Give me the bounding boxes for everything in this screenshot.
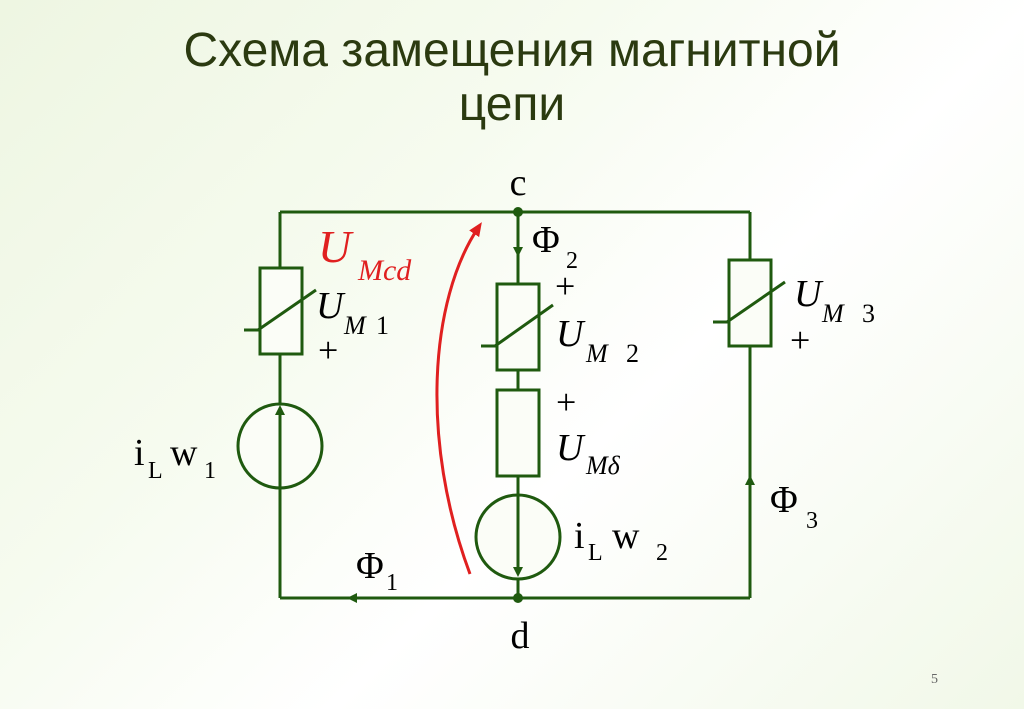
left-mmf-label: i L w 1	[134, 432, 216, 484]
slide-title: Схема замещения магнитной цепи	[0, 24, 1024, 132]
left-voltage-index: 1	[376, 311, 389, 340]
node-d-dot	[513, 593, 523, 603]
right-nonlinear-resistor	[727, 258, 773, 348]
left-voltage-main: U	[316, 285, 346, 327]
umcd-arrow	[435, 222, 482, 575]
nonlinear-slashes	[244, 280, 786, 348]
gap-voltage-polarity: +	[556, 382, 576, 422]
middle-voltage2-label: U M 2	[556, 313, 639, 368]
middle-mmf-label: i L w 2	[574, 515, 668, 566]
right-nonlinear-slash	[713, 280, 786, 324]
middle-voltage2-index: 2	[626, 339, 639, 368]
right-voltage-main: U	[794, 273, 824, 315]
gap-voltage-sub: Mδ	[585, 451, 621, 480]
source-arrows	[275, 405, 523, 577]
middle-voltage2-sub: M	[585, 339, 609, 368]
flux2-symbol: Φ	[532, 219, 560, 261]
page-number: 5	[931, 672, 938, 687]
left-mmf-i-sub: L	[148, 458, 163, 484]
umcd-main: U	[318, 221, 354, 272]
middle-nonlinear-resistor	[495, 282, 541, 372]
left-mmf-w-sub: 1	[204, 458, 216, 484]
gap-linear-resistor	[495, 388, 541, 478]
flux3-label: Φ 3	[770, 479, 818, 534]
flux3-symbol: Φ	[770, 479, 798, 521]
left-mmf-w: w	[170, 432, 198, 474]
flux2-label: Φ 2	[532, 219, 578, 274]
node-c-dot	[513, 207, 523, 217]
left-mmf-i: i	[134, 432, 145, 474]
middle-nonlinear-slash	[481, 303, 554, 348]
left-polarity: +	[318, 330, 338, 370]
gap-voltage-main: U	[556, 427, 586, 469]
slide-title-line-1: Схема замещения магнитной	[183, 24, 841, 77]
slide-title-line-2: цепи	[458, 78, 566, 131]
nonlinear-resistors	[258, 258, 773, 478]
umcd-label: U Mcd	[318, 221, 412, 287]
gap-voltage-label: U Mδ	[556, 427, 621, 480]
right-voltage-index: 3	[862, 299, 875, 328]
left-nonlinear-slash	[244, 288, 317, 332]
umcd-sub: Mcd	[357, 254, 412, 287]
right-voltage-sub: M	[821, 299, 845, 328]
middle-voltage2-polarity: +	[555, 266, 575, 306]
middle-mmf-i-sub: L	[588, 540, 603, 566]
left-voltage-label: U M 1	[316, 285, 389, 340]
middle-mmf-w: w	[612, 515, 640, 557]
left-voltage-sub: M	[343, 311, 367, 340]
left-nonlinear-resistor	[258, 266, 304, 356]
flux1-symbol: Φ	[356, 545, 384, 587]
flux3-sub: 3	[806, 508, 818, 534]
node-d-label: d	[511, 615, 530, 657]
flux-arrows	[347, 232, 755, 603]
middle-mmf-w-sub: 2	[656, 540, 668, 566]
flux1-sub: 1	[386, 570, 398, 596]
right-polarity: +	[790, 320, 810, 360]
middle-mmf-i: i	[574, 515, 585, 557]
flux1-label: Φ 1	[356, 545, 398, 596]
node-c-label: c	[510, 162, 527, 204]
flux2-sub: 2	[566, 248, 578, 274]
middle-voltage2-main: U	[556, 313, 586, 355]
right-voltage-label: U M 3	[794, 273, 875, 328]
